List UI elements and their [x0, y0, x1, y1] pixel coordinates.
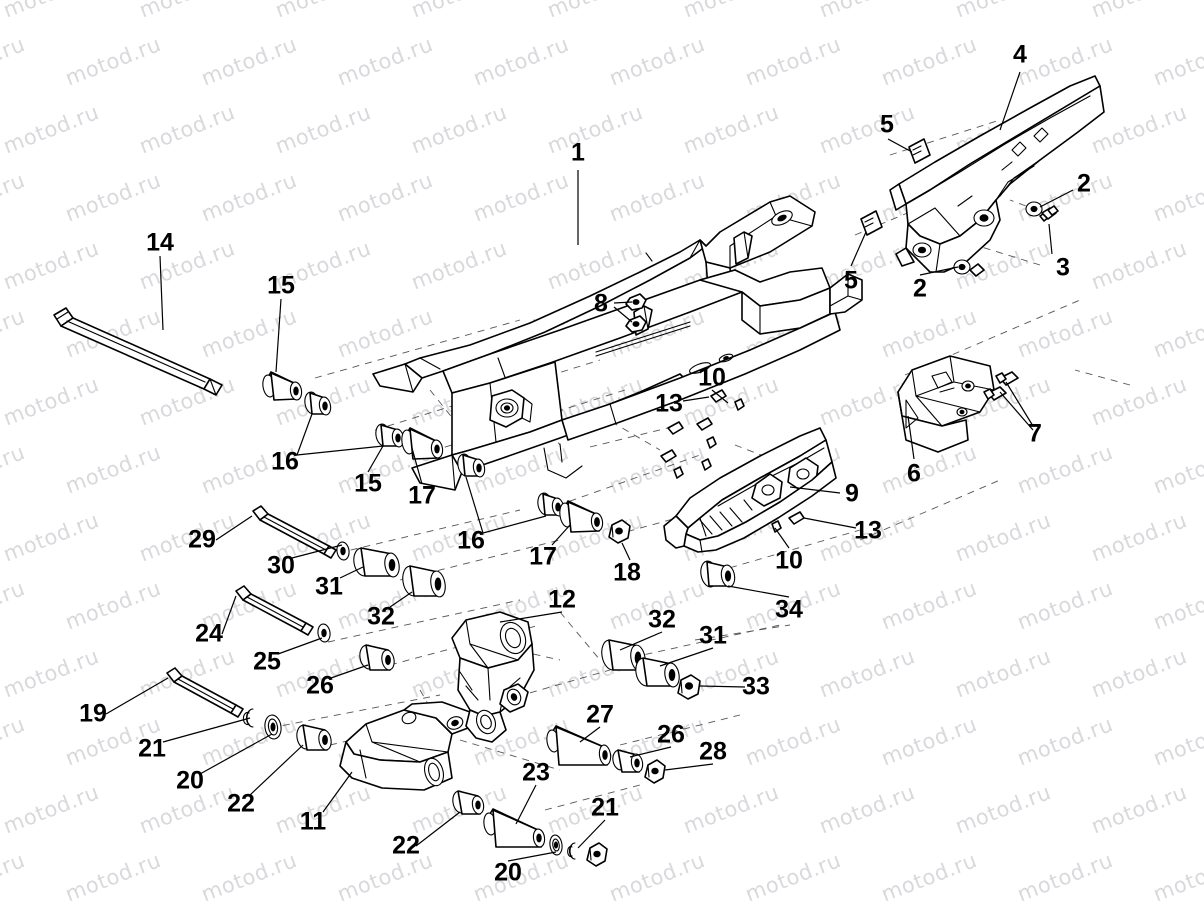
- callout-label-24[interactable]: 24: [195, 619, 223, 648]
- callout-label-7[interactable]: 7: [1028, 419, 1042, 448]
- callout-label-10[interactable]: 10: [698, 363, 726, 392]
- part-bushing-26a: [359, 644, 395, 671]
- part-nut-28: [644, 759, 666, 784]
- callout-label-26[interactable]: 26: [306, 671, 334, 700]
- part-bracket: [897, 355, 995, 453]
- callout-label-30[interactable]: 30: [267, 551, 295, 580]
- part-nut-8: [625, 293, 647, 333]
- part-bolt-19: [166, 667, 244, 718]
- callout-label-16[interactable]: 16: [457, 526, 485, 555]
- callout-label-14[interactable]: 14: [146, 228, 174, 257]
- part-collar-10: [673, 398, 782, 533]
- callout-label-5[interactable]: 5: [880, 110, 894, 139]
- callout-label-15[interactable]: 15: [354, 469, 382, 498]
- callout-label-29[interactable]: 29: [188, 525, 216, 554]
- part-bushing-15b: [375, 423, 405, 448]
- callout-label-10[interactable]: 10: [775, 546, 803, 575]
- callout-label-21[interactable]: 21: [138, 734, 166, 763]
- callout-label-5[interactable]: 5: [844, 266, 858, 295]
- callout-label-28[interactable]: 28: [699, 737, 727, 766]
- part-sleeve-17a: [401, 427, 444, 460]
- part-bushing-31a: [353, 547, 400, 578]
- callout-label-21[interactable]: 21: [591, 793, 619, 822]
- callout-label-11[interactable]: 11: [299, 807, 327, 836]
- part-washer-30: [336, 541, 350, 561]
- callout-label-4[interactable]: 4: [1013, 40, 1027, 69]
- part-swingarm: [372, 195, 863, 491]
- callout-label-26[interactable]: 26: [657, 720, 685, 749]
- callout-label-31[interactable]: 31: [699, 621, 727, 650]
- callout-label-31[interactable]: 31: [315, 572, 343, 601]
- callout-label-2[interactable]: 2: [1077, 169, 1091, 198]
- callout-label-2[interactable]: 2: [913, 274, 927, 303]
- callout-label-32[interactable]: 32: [648, 605, 676, 634]
- callout-label-17[interactable]: 17: [529, 542, 557, 571]
- callout-label-13[interactable]: 13: [655, 389, 683, 418]
- callout-label-12[interactable]: 12: [548, 585, 576, 614]
- callout-label-3[interactable]: 3: [1056, 253, 1070, 282]
- callout-label-6[interactable]: 6: [907, 459, 921, 488]
- part-nut-33: [677, 674, 701, 700]
- part-rocker-arm: [451, 611, 535, 743]
- callout-label-23[interactable]: 23: [522, 758, 550, 787]
- callout-label-20[interactable]: 20: [494, 858, 522, 887]
- part-bushing-22a: [296, 724, 332, 751]
- part-spacer-16b: [457, 453, 486, 478]
- callout-label-19[interactable]: 19: [79, 699, 107, 728]
- part-circlip-21b: [567, 842, 576, 860]
- part-bushing-31b: [635, 657, 680, 688]
- callout-label-17[interactable]: 17: [408, 481, 436, 510]
- part-pivot-shaft: [53, 307, 223, 396]
- part-chain-slider: [663, 427, 837, 553]
- part-chain-guard: [889, 75, 1105, 273]
- callout-label-32[interactable]: 32: [367, 602, 395, 631]
- part-circlip-21a: [242, 708, 254, 728]
- callout-label-20[interactable]: 20: [176, 766, 204, 795]
- part-washer-bolt-upper: [953, 201, 1059, 277]
- part-spacer-16a: [304, 391, 332, 416]
- callout-label-8[interactable]: 8: [594, 289, 608, 318]
- callout-label-22[interactable]: 22: [227, 789, 255, 818]
- callout-label-18[interactable]: 18: [613, 558, 641, 587]
- part-bushing-34: [700, 560, 736, 588]
- part-seal-20b: [549, 834, 563, 856]
- part-bushing-32a: [402, 565, 446, 598]
- part-bushing-22b: [452, 790, 485, 815]
- part-bolt-24: [235, 585, 314, 636]
- callout-label-22[interactable]: 22: [392, 831, 420, 860]
- callout-label-34[interactable]: 34: [775, 595, 803, 624]
- callout-label-15[interactable]: 15: [267, 271, 295, 300]
- part-nut-18: [608, 519, 631, 544]
- callout-label-1[interactable]: 1: [571, 138, 585, 167]
- leader-lines: [105, 71, 1074, 862]
- part-collar-27: [546, 725, 612, 766]
- part-collar-23: [483, 808, 546, 848]
- callout-label-33[interactable]: 33: [742, 672, 770, 701]
- callout-label-13[interactable]: 13: [854, 516, 882, 545]
- part-bolt-7: [983, 371, 1019, 401]
- part-sleeve-17b: [559, 500, 604, 533]
- part-seal-20a: [264, 714, 282, 740]
- part-connecting-rod: [339, 701, 471, 791]
- callout-label-16[interactable]: 16: [271, 447, 299, 476]
- part-bushing-15a: [262, 371, 303, 401]
- callout-label-27[interactable]: 27: [586, 700, 614, 729]
- part-clip: [860, 138, 931, 236]
- part-nut-bottom: [586, 842, 608, 867]
- part-bolt-29: [252, 505, 337, 559]
- callout-label-25[interactable]: 25: [253, 647, 281, 676]
- callout-label-9[interactable]: 9: [845, 479, 859, 508]
- part-washer-25: [317, 623, 331, 643]
